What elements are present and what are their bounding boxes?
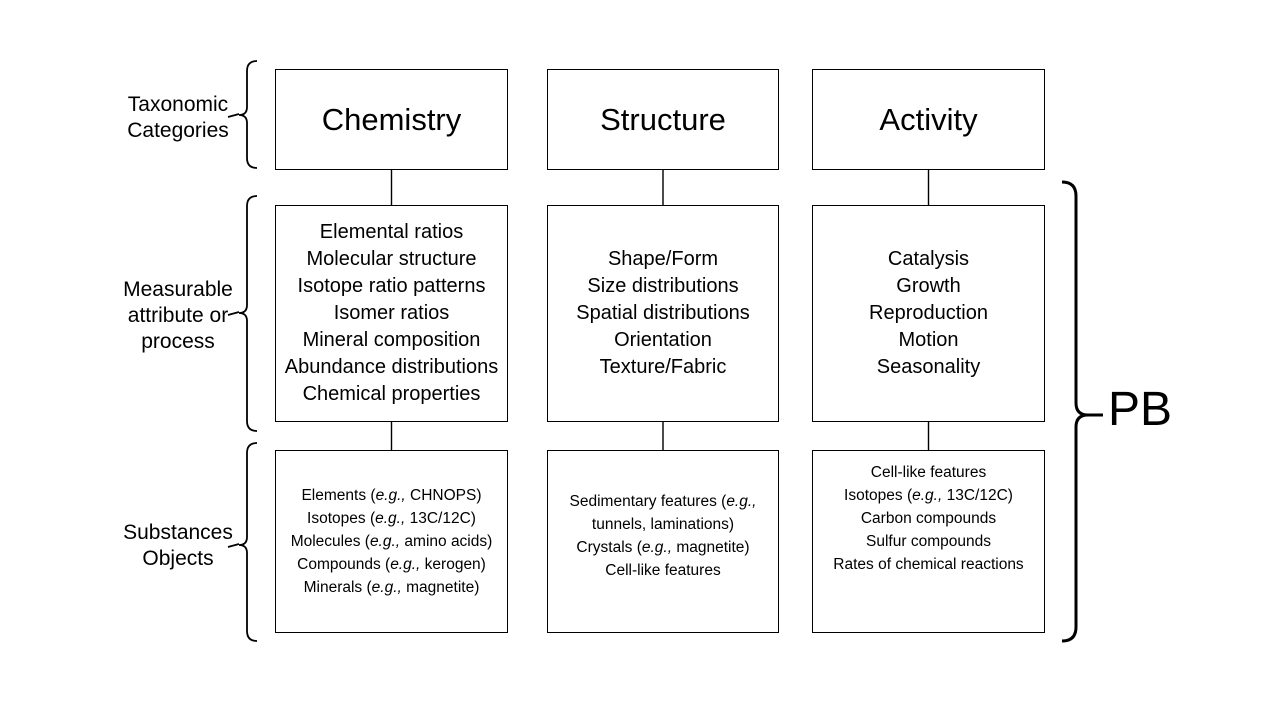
box-line: Seasonality xyxy=(876,356,981,378)
box-structure-category: Structure xyxy=(547,69,779,170)
box-structure-substances: Sedimentary features (e.g., tunnels, lami… xyxy=(547,450,779,633)
box-line: tunnels, laminations) xyxy=(591,516,735,533)
left-brace-substances-objects xyxy=(238,442,258,642)
box-line: Orientation xyxy=(614,329,712,351)
box-line: Crystals (e.g., magnetite) xyxy=(576,539,750,556)
box-line: Abundance distributions xyxy=(284,356,499,378)
pb-label: PB xyxy=(1108,383,1173,436)
box-line: Elements (e.g., CHNOPS) xyxy=(301,487,482,504)
box-line: Motion xyxy=(898,329,959,351)
box-line: Spatial distributions xyxy=(576,302,750,324)
box-line: Catalysis xyxy=(887,248,970,270)
box-line: Mineral composition xyxy=(302,329,481,351)
box-line: Sulfur compounds xyxy=(866,533,991,550)
box-line: Isotopes (e.g., 13C/12C) xyxy=(307,510,476,527)
box-chemistry-category: Chemistry xyxy=(275,69,508,170)
category-title-chemistry: Chemistry xyxy=(321,101,462,137)
box-line: Size distributions xyxy=(587,275,739,297)
box-line: Categories xyxy=(127,119,229,142)
box-line: Reproduction xyxy=(869,302,988,324)
box-line: Compounds (e.g., kerogen) xyxy=(297,556,486,573)
label-dash-taxonomic xyxy=(227,113,240,118)
box-activity-category: Activity xyxy=(812,69,1045,170)
box-line: Chemical properties xyxy=(302,383,481,405)
box-line: Measurable xyxy=(123,278,233,301)
left-brace-taxonomic-categories xyxy=(238,60,258,169)
category-title-activity: Activity xyxy=(879,101,978,137)
box-line: Texture/Fabric xyxy=(599,356,727,378)
box-line: Molecular structure xyxy=(306,248,477,270)
box-line: Minerals (e.g., magnetite) xyxy=(303,579,480,596)
box-line: Cell-like features xyxy=(605,562,721,579)
box-line: Growth xyxy=(896,275,961,297)
box-line: attribute or xyxy=(127,304,229,327)
category-title-structure: Structure xyxy=(600,101,726,137)
box-line: Isotopes (e.g., 13C/12C) xyxy=(844,487,1013,504)
box-line: Substances xyxy=(123,521,233,544)
box-line: Carbon compounds xyxy=(860,510,997,527)
box-line: Isotope ratio patterns xyxy=(297,275,486,297)
label-dash-measurable xyxy=(227,311,240,316)
box-line: process xyxy=(141,330,215,353)
box-line: Isomer ratios xyxy=(333,302,450,324)
box-line: Elemental ratios xyxy=(319,221,464,243)
box-line: Sedimentary features (e.g., xyxy=(569,493,757,510)
box-line: Shape/Form xyxy=(607,248,719,270)
box-line: Rates of chemical reactions xyxy=(833,556,1024,573)
label-dash-substances xyxy=(227,543,240,548)
box-line: Objects xyxy=(142,547,214,570)
left-brace-measurable-attribute xyxy=(238,195,258,432)
box-line: Molecules (e.g., amino acids) xyxy=(290,533,493,550)
row-label-measurable-attribute-or-process: Measurable attribute or process xyxy=(100,277,256,355)
box-line: Taxonomic xyxy=(127,93,229,116)
right-brace-pb xyxy=(1061,180,1089,643)
box-chemistry-substances: Elements (e.g., CHNOPS) Isotopes (e.g., 1… xyxy=(275,450,508,633)
box-line: Cell-like features xyxy=(870,464,987,481)
